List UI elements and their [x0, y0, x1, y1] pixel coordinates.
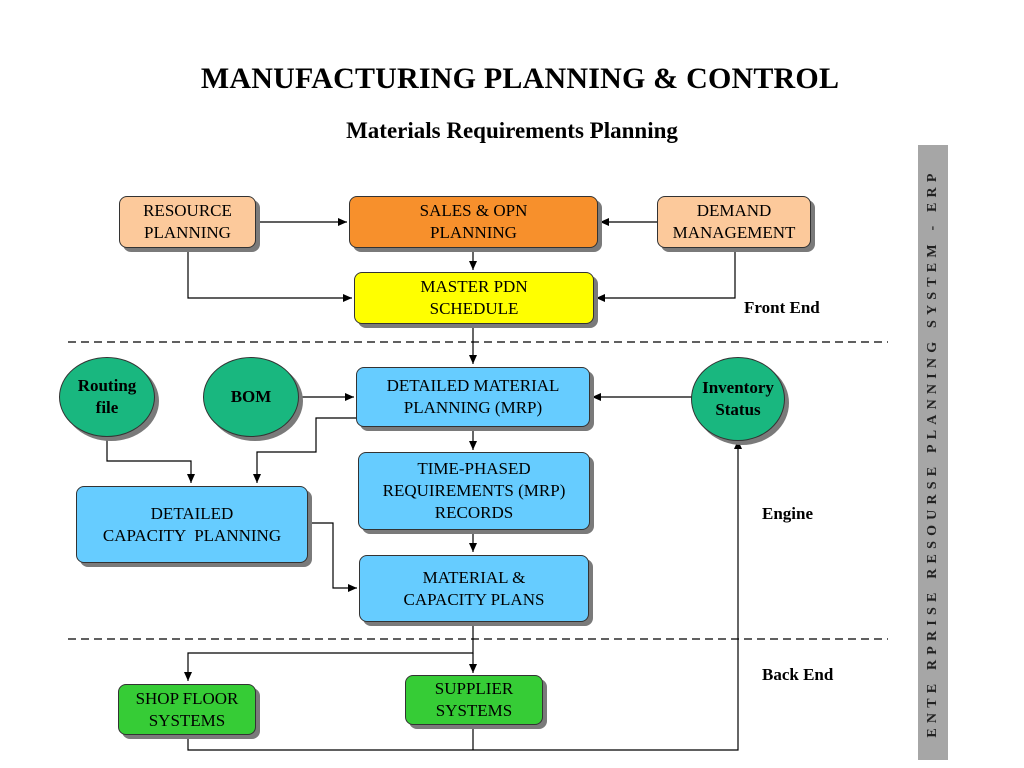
time-phased-line1: TIME-PHASED	[417, 459, 531, 478]
resource-planning-box: RESOURCE PLANNING	[119, 196, 256, 248]
master-pdn-line2: SCHEDULE	[429, 299, 519, 318]
arrow-mrp-to-capacity	[253, 417, 356, 483]
arrow-backend-to-inventory	[187, 440, 742, 751]
demand-management-box: DEMAND MANAGEMENT	[657, 196, 811, 248]
mrp-line2: PLANNING (MRP)	[403, 398, 543, 417]
demand-management-line2: MANAGEMENT	[672, 223, 796, 242]
supplier-systems-box: SUPPLIER SYSTEMS	[405, 675, 543, 725]
resource-planning-line1: RESOURCE	[143, 201, 232, 220]
routing-file-line1: Routing	[77, 376, 137, 395]
master-pdn-schedule-box: MASTER PDN SCHEDULE	[354, 272, 594, 324]
sales-opn-line2: PLANNING	[430, 223, 517, 242]
sales-opn-line1: SALES & OPN	[419, 201, 528, 220]
capacity-planning-line1: DETAILED	[150, 503, 234, 523]
section-label-front-end: Front End	[744, 298, 820, 317]
plans-line1: MATERIAL &	[422, 567, 526, 587]
arrow-demand-to-master	[596, 248, 736, 302]
time-phased-requirements-box: TIME-PHASED REQUIREMENTS (MRP) RECORDS	[358, 452, 590, 530]
shop-floor-line1: SHOP FLOOR	[135, 688, 239, 708]
material-capacity-plans-box: MATERIAL &CAPACITY PLANS	[359, 555, 589, 622]
mrp-line1: DETAILED MATERIAL	[386, 376, 560, 395]
routing-file-line2: file	[95, 398, 119, 417]
erp-sidebar: ENTE RPRISE RESOURSE PLANNING SYSTEM - E…	[918, 145, 948, 760]
capacity-planning-line2: CAPACITY PLANNING	[102, 525, 282, 545]
inventory-status-line1: Inventory	[702, 378, 774, 397]
arrow-routing-to-capacity	[106, 437, 195, 483]
supplier-line2: SYSTEMS	[435, 701, 513, 720]
arrow-plans-to-shopfloor	[184, 622, 474, 681]
section-label-engine: Engine	[762, 504, 814, 523]
page-subtitle: Materials Requirements Planning	[346, 118, 678, 143]
routing-file-circle: Routing file	[59, 357, 155, 437]
supplier-line1: SUPPLIER	[434, 679, 514, 698]
arrow-resource-to-master	[187, 248, 352, 302]
master-pdn-line1: MASTER PDN	[420, 277, 528, 296]
detailed-material-planning-box: DETAILED MATERIAL PLANNING (MRP)	[356, 367, 590, 427]
inventory-status-line2: Status	[715, 400, 761, 419]
time-phased-line2: REQUIREMENTS (MRP)	[382, 481, 566, 500]
bom-label: BOM	[230, 387, 272, 406]
sidebar-label: ENTE RPRISE RESOURSE PLANNING SYSTEM - E…	[925, 167, 940, 738]
section-label-back-end: Back End	[762, 665, 834, 684]
arrow-capacity-to-plans	[309, 522, 357, 592]
plans-line2: CAPACITY PLANS	[403, 589, 545, 609]
page-title: MANUFACTURING PLANNING & CONTROL	[200, 62, 840, 95]
bom-circle: BOM	[203, 357, 299, 437]
resource-planning-line2: PLANNING	[144, 223, 231, 242]
shop-floor-line2: SYSTEMS	[148, 710, 226, 730]
demand-management-line1: DEMAND	[696, 201, 772, 220]
time-phased-line3: RECORDS	[434, 503, 514, 522]
sales-opn-planning-box: SALES & OPN PLANNING	[349, 196, 598, 248]
